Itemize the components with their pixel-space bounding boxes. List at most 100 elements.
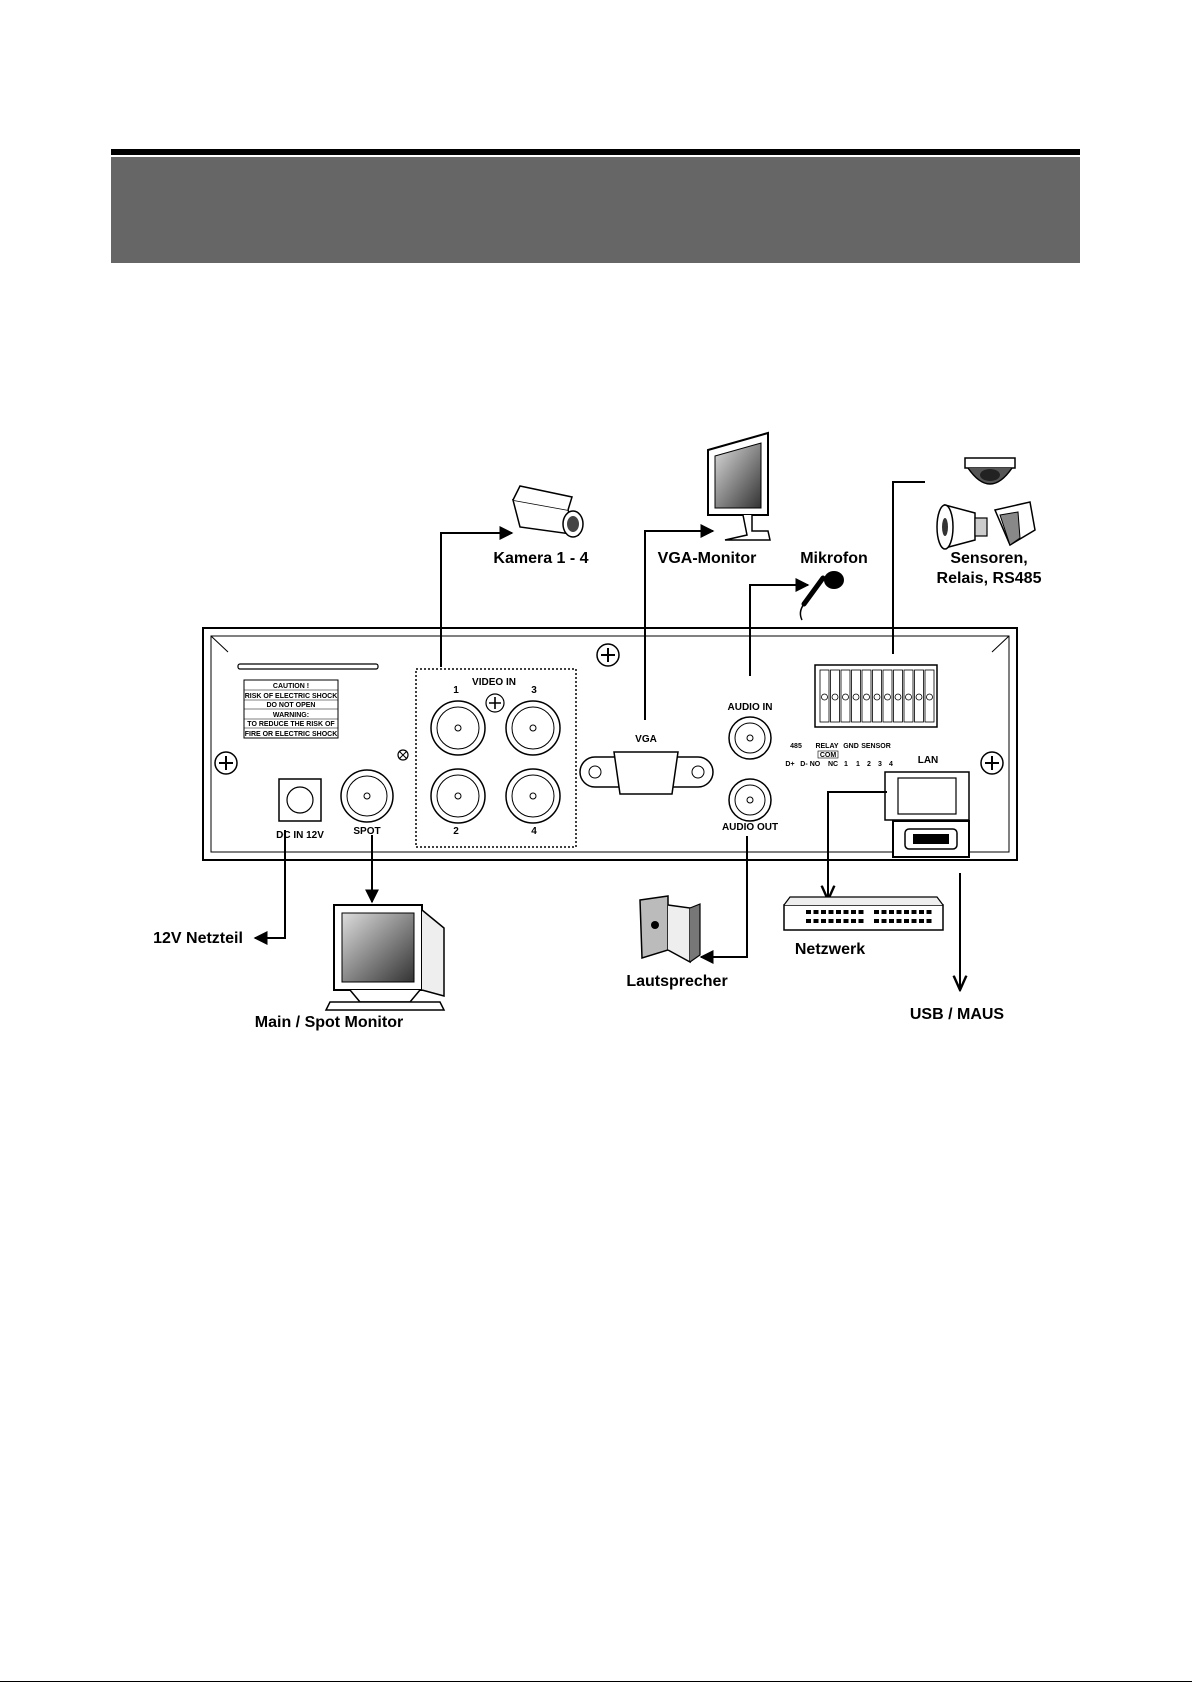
power-label: 12V Netzteil bbox=[153, 930, 243, 947]
switch-port bbox=[836, 919, 841, 923]
switch-port bbox=[806, 919, 811, 923]
switch-port bbox=[904, 919, 909, 923]
switch-port bbox=[806, 910, 811, 914]
microphone-label: Mikrofon bbox=[800, 550, 868, 567]
vga-monitor-label: VGA-Monitor bbox=[658, 550, 757, 567]
switch-port bbox=[874, 919, 879, 923]
screw-top-icon bbox=[596, 643, 620, 667]
terminal-s3-label: 3 bbox=[878, 761, 882, 768]
video-ch1-label: 1 bbox=[453, 685, 459, 696]
video-ch3-label: 3 bbox=[531, 685, 537, 696]
terminal-screw bbox=[842, 693, 849, 701]
siren-icon bbox=[936, 504, 988, 550]
vga-label: VGA bbox=[635, 734, 657, 745]
switch-port bbox=[919, 919, 924, 923]
speaker-label: Lautsprecher bbox=[626, 973, 727, 990]
switch-port bbox=[813, 910, 819, 914]
switch-port bbox=[828, 919, 834, 923]
header-rule bbox=[111, 149, 1080, 155]
dome-camera-icon bbox=[964, 457, 1016, 485]
terminal-screw bbox=[831, 693, 839, 701]
wire-camera bbox=[440, 526, 514, 667]
video-in-label: VIDEO IN bbox=[472, 677, 516, 688]
terminal-screw bbox=[905, 693, 912, 701]
terminal-screw bbox=[926, 693, 933, 701]
switch-port bbox=[828, 910, 834, 914]
usb-port bbox=[892, 820, 970, 858]
caution-line-1: CAUTION ! bbox=[273, 683, 309, 690]
terminal-dplus-label: D+ bbox=[785, 761, 794, 768]
switch-port bbox=[889, 910, 894, 914]
switch-port bbox=[843, 919, 849, 923]
screw-left-icon bbox=[214, 751, 238, 775]
wire-microphone bbox=[749, 578, 810, 676]
terminal-screw bbox=[894, 693, 902, 701]
video-bnc-1 bbox=[430, 700, 486, 756]
network-switch-icon bbox=[783, 896, 944, 931]
caution-line-2: RISK OF ELECTRIC SHOCK bbox=[245, 693, 338, 700]
switch-port bbox=[889, 919, 894, 923]
video-bnc-3 bbox=[505, 700, 561, 756]
switch-port bbox=[821, 910, 826, 914]
sensors-label-line2: Relais, RS485 bbox=[937, 570, 1042, 587]
switch-port bbox=[911, 919, 917, 923]
audio-out-port: AUDIO OUT bbox=[722, 778, 778, 833]
lan-label: LAN bbox=[918, 755, 939, 766]
wire-vga-monitor bbox=[644, 524, 715, 720]
terminal-nc-label: NC bbox=[828, 761, 838, 768]
terminal-screw bbox=[915, 693, 923, 701]
connection-lines bbox=[253, 481, 960, 990]
caution-label: CAUTION ! RISK OF ELECTRIC SHOCK DO NOT … bbox=[243, 679, 339, 739]
spot-monitor-icon bbox=[324, 904, 446, 1011]
terminal-screw bbox=[884, 693, 891, 701]
camera-icon bbox=[511, 485, 584, 538]
switch-port bbox=[919, 910, 924, 914]
dc-in-port: DC IN 12V bbox=[276, 778, 324, 841]
terminal-screw bbox=[873, 693, 881, 701]
spot-label: SPOT bbox=[353, 826, 380, 837]
spot-bnc-port: SPOT bbox=[340, 769, 394, 837]
network-label: Netzwerk bbox=[795, 941, 865, 958]
switch-port bbox=[858, 919, 864, 923]
terminal-screw bbox=[821, 693, 828, 701]
terminal-s2-label: 2 bbox=[867, 761, 871, 768]
terminal-com-label: COM bbox=[820, 752, 837, 759]
header-banner bbox=[111, 157, 1080, 263]
footer-rule bbox=[0, 1681, 1192, 1682]
sensors-label-line1: Sensoren, bbox=[950, 550, 1027, 567]
switch-port bbox=[881, 910, 887, 914]
switch-port bbox=[813, 919, 819, 923]
audio-in-port: AUDIO IN bbox=[728, 702, 773, 760]
usb-label: USB / MAUS bbox=[910, 1006, 1005, 1023]
switch-port bbox=[843, 910, 849, 914]
terminal-relay-label: RELAY bbox=[815, 743, 838, 750]
video-bnc-2 bbox=[430, 768, 486, 824]
caution-line-6: FIRE OR ELECTRIC SHOCK bbox=[245, 731, 338, 738]
caution-line-4: WARNING: bbox=[273, 712, 309, 719]
screw-video-icon bbox=[485, 693, 505, 713]
motion-sensor-icon bbox=[993, 501, 1036, 547]
rear-panel bbox=[202, 627, 1018, 861]
dc-in-label: DC IN 12V bbox=[276, 830, 324, 841]
audio-out-label: AUDIO OUT bbox=[722, 822, 778, 833]
switch-port bbox=[858, 910, 864, 914]
switch-port bbox=[821, 919, 826, 923]
terminal-no-label: NO bbox=[810, 761, 821, 768]
switch-port bbox=[926, 910, 932, 914]
terminal-screw bbox=[852, 693, 860, 701]
audio-in-label: AUDIO IN bbox=[728, 702, 773, 713]
video-ch4-label: 4 bbox=[531, 826, 537, 837]
speaker-icon bbox=[639, 895, 701, 964]
switch-port bbox=[904, 910, 909, 914]
switch-port bbox=[836, 910, 841, 914]
screw-right-icon bbox=[980, 751, 1004, 775]
camera-label: Kamera 1 - 4 bbox=[493, 550, 588, 567]
vga-monitor-icon bbox=[707, 431, 771, 541]
wire-network bbox=[828, 791, 887, 900]
vga-port: VGA bbox=[579, 734, 714, 795]
switch-port bbox=[896, 919, 902, 923]
terminal-485-label: 485 bbox=[790, 743, 802, 750]
spot-monitor-label: Main / Spot Monitor bbox=[255, 1014, 403, 1031]
terminal-gnd1-label: 1 bbox=[844, 761, 848, 768]
